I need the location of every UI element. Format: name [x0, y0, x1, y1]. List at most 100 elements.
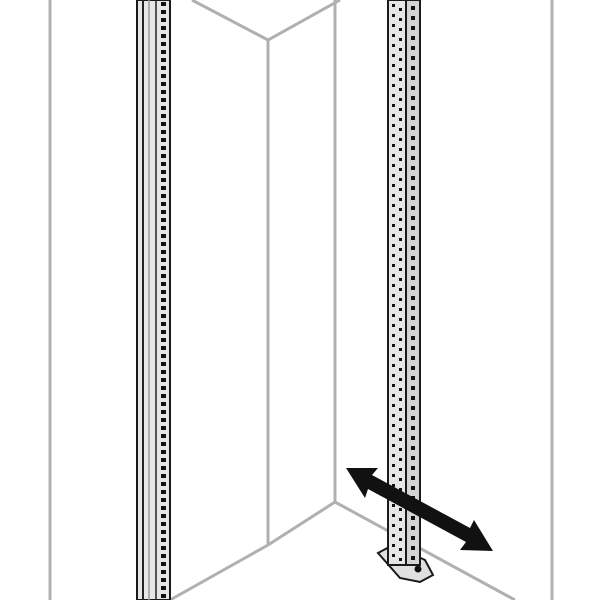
post-hole [399, 328, 402, 331]
post-hole [411, 96, 415, 100]
post-hole [161, 194, 166, 198]
post-hole [399, 188, 402, 191]
post-hole [392, 284, 395, 287]
post-hole [161, 578, 166, 582]
post-hole [399, 538, 402, 541]
post-hole [411, 276, 415, 280]
right-upright-post [376, 0, 435, 584]
post-hole [161, 482, 166, 486]
post-hole [411, 26, 415, 30]
post-hole [392, 64, 395, 67]
post-hole [411, 556, 415, 560]
post-hole [399, 258, 402, 261]
post-hole [411, 236, 415, 240]
post-hole [399, 158, 402, 161]
post-hole [411, 296, 415, 300]
post-hole [399, 208, 402, 211]
post-hole [392, 34, 395, 37]
post-hole [399, 448, 402, 451]
post-hole [161, 522, 166, 526]
post-hole [392, 374, 395, 377]
post-hole [411, 266, 415, 270]
post-hole [411, 526, 415, 530]
post-hole [161, 202, 166, 206]
post-hole [411, 246, 415, 250]
post-hole [411, 476, 415, 480]
post-hole [392, 294, 395, 297]
post-hole [392, 164, 395, 167]
post-hole [161, 370, 166, 374]
post-hole [411, 146, 415, 150]
post-hole [399, 378, 402, 381]
post-hole [399, 468, 402, 471]
post-hole [411, 86, 415, 90]
post-hole [399, 88, 402, 91]
post-hole [411, 166, 415, 170]
post-hole [392, 464, 395, 467]
post-hole [161, 434, 166, 438]
post-hole [392, 434, 395, 437]
floor-mid [267, 500, 336, 547]
post-hole [161, 306, 166, 310]
ceiling-corner [191, 0, 341, 42]
post-hole [161, 466, 166, 470]
double-arrow-icon [346, 468, 493, 551]
post-hole [161, 26, 166, 30]
post-hole [392, 234, 395, 237]
post-hole [399, 228, 402, 231]
post-hole [161, 266, 166, 270]
post-hole [161, 90, 166, 94]
post-hole [392, 94, 395, 97]
post-hole [399, 78, 402, 81]
post-hole [161, 570, 166, 574]
post-hole [392, 454, 395, 457]
post-hole [399, 548, 402, 551]
post-hole [392, 24, 395, 27]
post-hole [161, 258, 166, 262]
post-hole [161, 410, 166, 414]
post-hole [399, 178, 402, 181]
post-hole [392, 504, 395, 507]
post-hole [392, 514, 395, 517]
post-hole [399, 478, 402, 481]
post-hole [392, 214, 395, 217]
post-hole [392, 524, 395, 527]
post-hole [411, 16, 415, 20]
post-hole [399, 198, 402, 201]
post-hole [161, 122, 166, 126]
post-hole [399, 148, 402, 151]
post-hole [392, 14, 395, 17]
post-hole [161, 338, 166, 342]
post-hole [399, 558, 402, 561]
post-hole [161, 42, 166, 46]
post-hole [161, 378, 166, 382]
post-hole [392, 134, 395, 137]
post-hole [411, 376, 415, 380]
post-hole [392, 314, 395, 317]
post-hole [392, 74, 395, 77]
post-hole [392, 204, 395, 207]
post-hole [399, 268, 402, 271]
post-hole [411, 516, 415, 520]
post-hole [161, 98, 166, 102]
post-hole [161, 314, 166, 318]
post-hole [411, 466, 415, 470]
post-hole [392, 144, 395, 147]
post-hole [161, 498, 166, 502]
post-hole [399, 348, 402, 351]
post-hole [411, 46, 415, 50]
post-hole [392, 184, 395, 187]
post-hole [411, 396, 415, 400]
post-hole [161, 506, 166, 510]
post-hole [392, 124, 395, 127]
post-hole [161, 394, 166, 398]
post-hole [399, 48, 402, 51]
post-hole [161, 354, 166, 358]
post-hole [392, 154, 395, 157]
post-hole [161, 274, 166, 278]
post-hole [411, 196, 415, 200]
post-hole [161, 458, 166, 462]
post-hole [392, 414, 395, 417]
post-hole [399, 128, 402, 131]
post-hole [392, 484, 395, 487]
